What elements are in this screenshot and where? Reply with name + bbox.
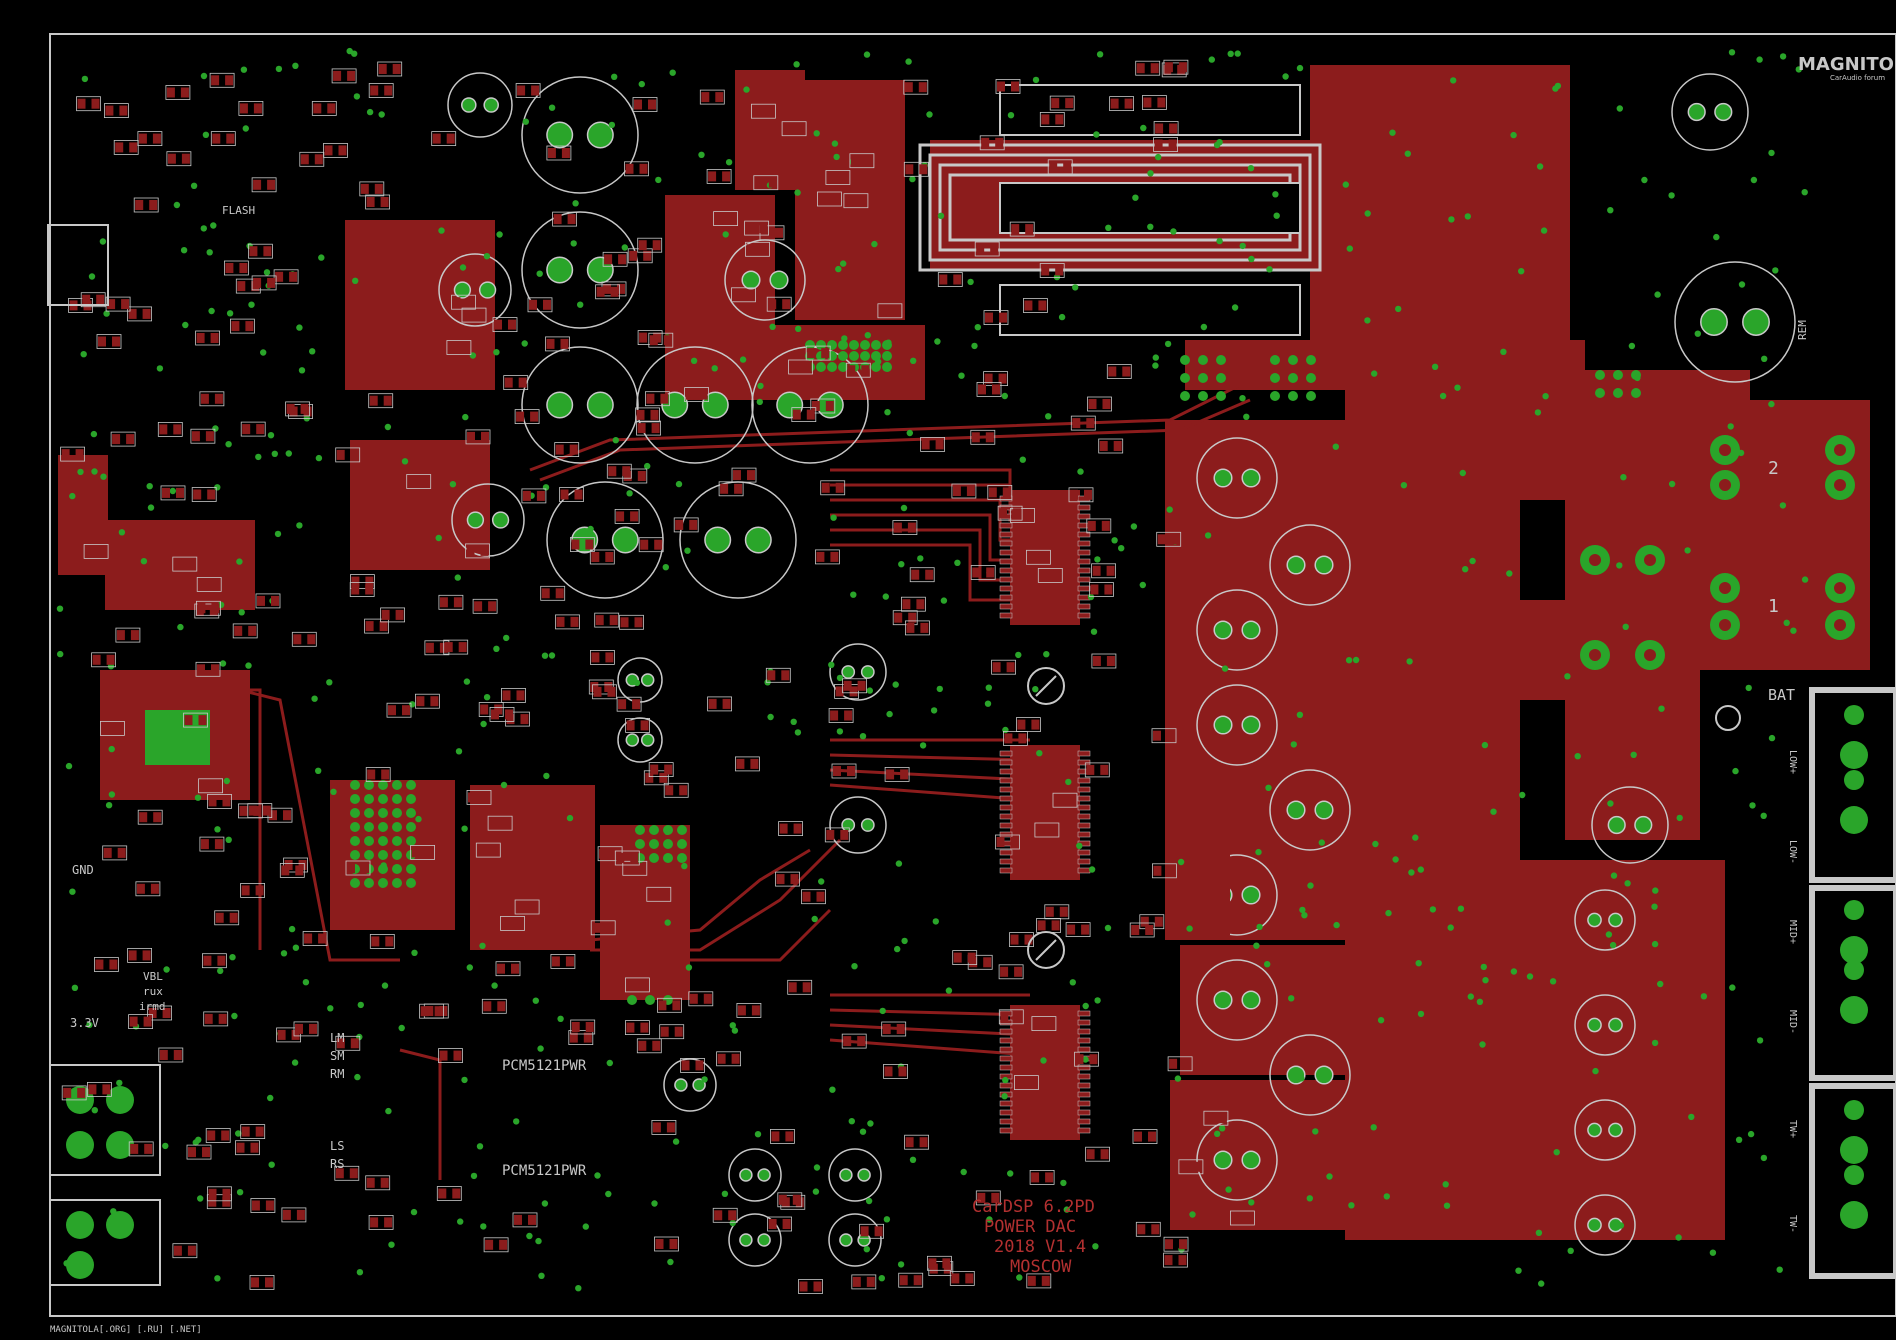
title-line-3: 2018 V1.4 [994, 1237, 1086, 1257]
logo-brand: MAGNITOLA [1798, 54, 1896, 75]
label-tw-plus: TW+ [1787, 1120, 1798, 1138]
label-rux: rux [143, 985, 163, 998]
label-con-1: 1 [1768, 596, 1779, 617]
label-ls: LS [330, 1139, 344, 1153]
board-outline [49, 33, 1896, 1317]
label-3v3: 3.3V [70, 1016, 99, 1030]
label-mid-minus: MID- [1787, 1010, 1798, 1034]
label-bat: BAT [1768, 686, 1795, 704]
label-pcm-1: PCM5121PWR [502, 1058, 587, 1074]
label-tw-minus: TW- [1787, 1215, 1798, 1233]
heatsink-slots [999, 84, 1301, 336]
label-con-2: 2 [1768, 458, 1779, 479]
mounting-holes [1027, 667, 1741, 969]
label-gnd: GND [72, 863, 94, 877]
label-low-minus: LOW- [1787, 840, 1798, 864]
label-mid-plus: MID+ [1787, 920, 1798, 944]
label-lm: LM [330, 1031, 344, 1045]
label-rem: REM [1796, 320, 1809, 340]
label-rs: RS [330, 1157, 344, 1171]
label-low-plus: LOW+ [1787, 750, 1798, 774]
label-sm: SM [330, 1049, 344, 1063]
title-line-2: POWER DAC [984, 1217, 1076, 1237]
pads [56, 47, 1868, 1292]
footer-domains: MAGNITOLA[.ORG] [.RU] [.NET] [50, 1325, 202, 1335]
label-flash: FLASH [222, 204, 255, 217]
title-line-4: MOSCOW [1010, 1257, 1072, 1277]
left-connectors [47, 224, 161, 1286]
label-rm: RM [330, 1067, 344, 1081]
logo-tagline: CarAudio forum [1830, 74, 1885, 82]
label-vbl: VBL [143, 970, 163, 983]
label-pcm-2: PCM5121PWR [502, 1163, 587, 1179]
speaker-connectors [1809, 687, 1896, 1279]
title-line-1: CarDSP 6.2PD [972, 1197, 1095, 1217]
smd-components [60, 59, 1255, 1294]
label-irmd: irmd [139, 1000, 166, 1013]
ic-packages [100, 490, 1230, 1140]
